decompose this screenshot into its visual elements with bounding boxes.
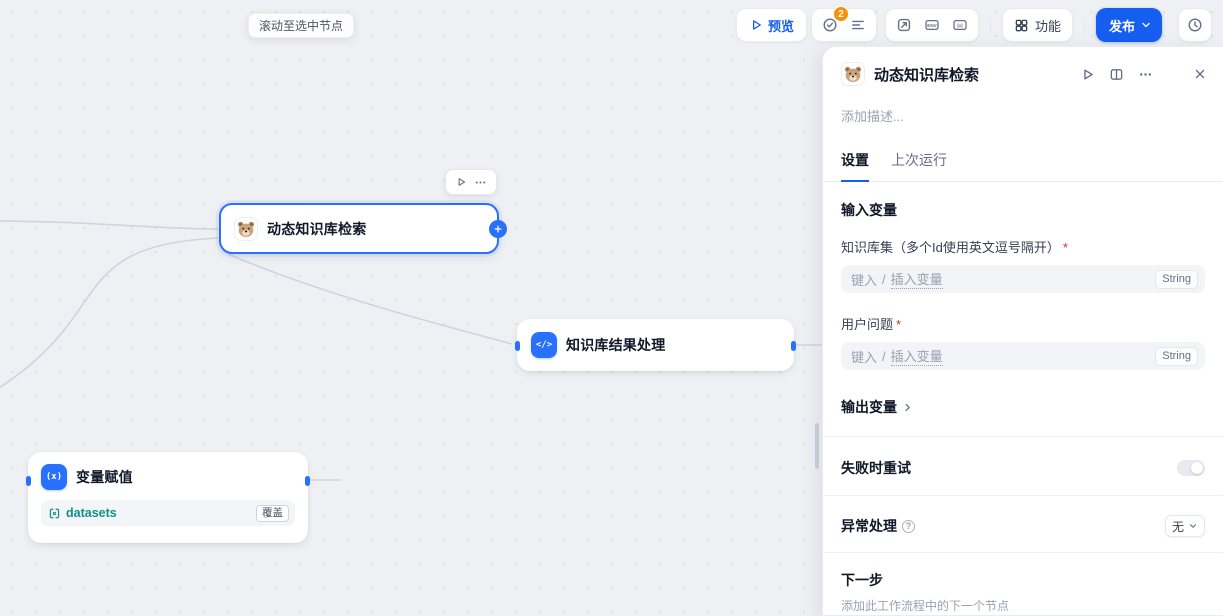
next-step-title: 下一步 [841, 572, 883, 588]
node-title: 变量赋值 [76, 469, 133, 485]
node-kb-result-processing[interactable]: </> 知识库结果处理 [515, 319, 796, 371]
retry-title: 失败时重试 [841, 460, 911, 476]
edge-path [0, 237, 219, 388]
node-title: 知识库结果处理 [566, 337, 666, 353]
retry-toggle[interactable] [1177, 460, 1205, 476]
user-question-input[interactable]: 键入 / 插入变量 String [841, 342, 1205, 370]
export-icon[interactable] [891, 12, 917, 38]
required-mark: * [896, 317, 902, 332]
node-config-panel: 动态知识库检索 添加描述... 设置 上次运行 输 [822, 46, 1223, 616]
type-badge: String [1155, 346, 1198, 366]
description-placeholder[interactable]: 添加描述... [841, 109, 904, 124]
help-icon: ? [902, 519, 915, 533]
connection-handle[interactable] [791, 341, 796, 351]
field-label-kb: 知识库集（多个Id使用英文逗号隔开）* [841, 240, 1068, 255]
tab-last-run[interactable]: 上次运行 [891, 152, 947, 168]
node-title: 动态知识库检索 [267, 220, 367, 237]
assigner-node-icon: (x) [41, 464, 67, 490]
more-actions-icon[interactable] [1138, 67, 1153, 82]
checklist-group: 2 [810, 6, 877, 42]
section-divider [823, 436, 1223, 437]
variable-brackets-icon [48, 507, 61, 520]
close-icon[interactable] [1193, 67, 1207, 81]
input-vars-title: 输入变量 [841, 202, 897, 218]
publish-button[interactable]: 发布 [1095, 8, 1162, 42]
panel-tabs: 设置 上次运行 [823, 150, 1223, 182]
retry-row: 失败时重试 [841, 458, 1205, 478]
features-button[interactable]: 功能 [1001, 8, 1073, 42]
more-actions-icon[interactable] [474, 176, 487, 189]
toolbar-divider [1083, 17, 1085, 33]
bear-icon [234, 216, 258, 241]
connection-handle[interactable] [305, 476, 310, 486]
features-label: 功能 [1034, 18, 1061, 34]
variable-name: datasets [66, 506, 117, 520]
bear-icon [841, 62, 865, 86]
split-view-icon[interactable] [1109, 67, 1124, 82]
preview-label: 预览 [767, 18, 794, 34]
output-vars-toggle[interactable]: 输出变量 [841, 397, 1205, 417]
checklist-badge: 2 [832, 6, 849, 22]
add-connection-button[interactable] [489, 219, 507, 238]
toolbar-divider [989, 17, 991, 33]
env-variables-icon[interactable]: ENV [919, 12, 945, 38]
svg-text:ENV: ENV [927, 23, 937, 28]
write-mode-tag: 覆盖 [256, 504, 289, 522]
variables-group: ENV (x) [884, 8, 979, 42]
error-title: 异常处理 [841, 518, 897, 534]
connection-handle[interactable] [515, 341, 520, 351]
preview-button[interactable]: 预览 [735, 8, 807, 42]
checklist-icon[interactable]: 2 [817, 6, 849, 38]
assigner-variable-row[interactable]: datasets 覆盖 [41, 500, 295, 526]
edge-path [0, 220, 219, 230]
field-label-question: 用户问题* [841, 317, 902, 332]
node-knowledge-retrieval[interactable]: 动态知识库检索 [219, 203, 507, 254]
tab-settings[interactable]: 设置 [841, 150, 869, 182]
top-toolbar: 预览 2 ENV (x) 功能 [735, 6, 1212, 42]
type-badge: String [1155, 269, 1198, 289]
canvas-scrollbar[interactable] [815, 423, 819, 469]
section-divider [823, 495, 1223, 496]
panel-header: 动态知识库检索 [823, 47, 1223, 86]
code-node-icon: </> [531, 332, 557, 358]
tidy-layout-icon[interactable] [845, 12, 871, 38]
next-step-hint: 添加此工作流程中的下一个节点 [841, 599, 1010, 613]
connection-handle[interactable] [26, 476, 31, 486]
svg-text:(x): (x) [957, 23, 963, 28]
section-divider [823, 552, 1223, 553]
publish-label: 发布 [1108, 18, 1135, 34]
run-node-icon[interactable] [1080, 67, 1095, 82]
insert-variable-link[interactable]: 插入变量 [890, 346, 943, 366]
panel-title: 动态知识库检索 [874, 66, 980, 84]
chat-variables-icon[interactable]: (x) [947, 12, 973, 38]
run-node-icon[interactable] [455, 176, 467, 188]
error-strategy-select[interactable]: 无 [1164, 515, 1205, 537]
required-mark: * [1062, 240, 1068, 255]
node-variable-assigner[interactable]: (x) 变量赋值 datasets 覆盖 [26, 452, 310, 543]
kb-ids-input[interactable]: 键入 / 插入变量 String [841, 265, 1205, 293]
error-handling-row: 异常处理 ? 无 [841, 515, 1205, 537]
edge-path [227, 253, 513, 345]
node-hover-toolbar[interactable] [445, 169, 497, 195]
version-history-button[interactable] [1178, 8, 1212, 42]
tooltip-scroll-to-node: 滚动至选中节点 [248, 13, 355, 38]
insert-variable-link[interactable]: 插入变量 [890, 269, 943, 289]
